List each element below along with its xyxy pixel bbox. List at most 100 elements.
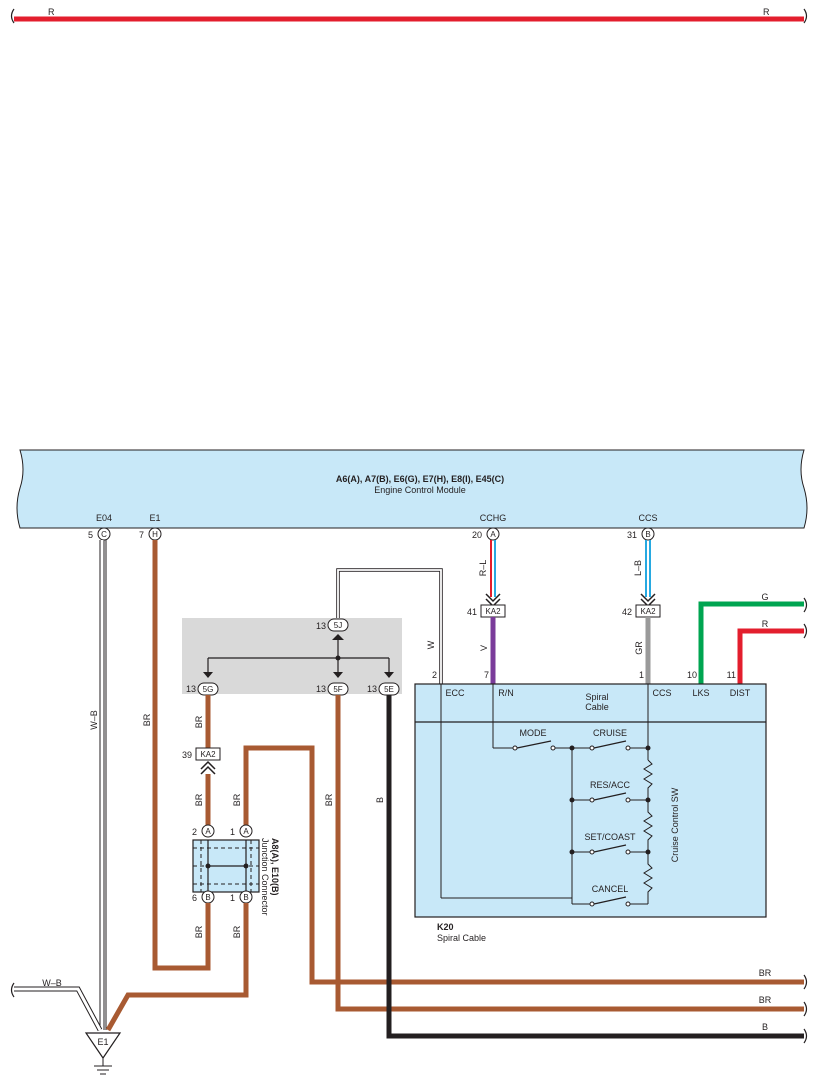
wire-5f-br: BR BR [324, 695, 808, 1017]
jb-5g-name: 5G [203, 685, 214, 694]
spiral-pin-7: 7 [484, 670, 489, 680]
switch-mode: MODE [520, 728, 547, 738]
jb-5g-pin: 13 [186, 684, 196, 694]
ecm-pin-num-5: 5 [88, 530, 93, 540]
ka2-ccs-name: KA2 [640, 607, 656, 616]
label-ecc-wire: W [426, 640, 436, 649]
junction-connector: 2 A 1 A 6 B 1 B A8(A), E10(B) Junction C… [192, 824, 280, 916]
spiral-cable-label-1: Spiral [585, 692, 608, 702]
switch-res-acc: RES/ACC [590, 780, 631, 790]
ka2-left-name: KA2 [200, 750, 216, 759]
top-wire-left-label: R [48, 7, 55, 17]
spiral-pin-2: 2 [432, 670, 437, 680]
ecm-pin-conn-b: B [645, 530, 650, 539]
jb-5j-pin: 13 [316, 621, 326, 631]
label-5e-down: B [375, 797, 385, 803]
spiral-sig-ecc: ECC [445, 688, 465, 698]
ecm-pin-signal-e1: E1 [149, 513, 160, 523]
spiral-pin-10: 10 [687, 670, 697, 680]
label-5f-down: BR [324, 793, 334, 806]
spiral-cable-module: 2 7 1 10 11 ECC R/N CCS LKS DIST Spiral … [414, 670, 767, 918]
jc-pin-1b: 1 [230, 893, 235, 903]
ground-e1: E1 [84, 1032, 122, 1075]
label-e04-wire: W–B [89, 710, 99, 730]
wire-cchg: R–L KA2 41 V [467, 540, 506, 684]
spiral-sig-lks: LKS [692, 688, 709, 698]
ka2-left-pin: 39 [182, 750, 192, 760]
label-right-g: G [761, 592, 768, 602]
ka2-cchg-name: KA2 [485, 607, 501, 616]
label-right-br-2: BR [759, 995, 772, 1005]
label-right-br-1: BR [759, 968, 772, 978]
jc-pin-2-conn: A [205, 827, 211, 836]
ka2-ccs-pin: 42 [622, 607, 632, 617]
ecm-pin-signal-e04: E04 [96, 513, 112, 523]
label-right-r: R [762, 619, 769, 629]
ecm-pin-signal-ccs: CCS [638, 513, 657, 523]
jb-5f-pin: 13 [316, 684, 326, 694]
junction-block: 13 5J 13 5G 13 5F 13 5E [182, 618, 402, 696]
wire-ecc-w: W [336, 568, 443, 684]
switch-set-coast: SET/COAST [584, 832, 636, 842]
label-jc-b6: BR [194, 925, 204, 938]
switch-cancel: CANCEL [592, 884, 629, 894]
jb-5f-name: 5F [333, 685, 342, 694]
engine-control-module: A6(A), A7(B), E6(G), E7(H), E8(I), E45(C… [16, 449, 808, 541]
ground-name: E1 [97, 1037, 108, 1047]
label-ccs-bottom: GR [634, 641, 644, 655]
switch-cruise: CRUISE [593, 728, 627, 738]
label-ka2-down: BR [194, 793, 204, 806]
label-jc-b1: BR [232, 925, 242, 938]
label-left-wb: W–B [42, 978, 62, 988]
wire-jc-a1-br: BR BR [232, 745, 808, 990]
label-jc-a1-up: BR [232, 793, 242, 806]
jc-pin-6: 6 [192, 893, 197, 903]
wire-5g-br: BR KA2 39 BR [182, 695, 221, 826]
spiral-pin-1: 1 [639, 670, 644, 680]
spiral-sig-ccs: CCS [652, 688, 671, 698]
ecm-subtitle: Engine Control Module [374, 485, 466, 495]
ecm-pin-signal-cchg: CCHG [480, 513, 507, 523]
jc-title: A8(A), E10(B) [270, 838, 280, 896]
jc-pin-1b-conn: B [243, 893, 248, 902]
wire-5e-b: B B [375, 695, 808, 1044]
wire-e04-wb: W–B [89, 540, 107, 1030]
jb-5e-name: 5E [384, 685, 394, 694]
jb-5j-name: 5J [334, 621, 342, 630]
spiral-cable-label-2: Cable [585, 702, 609, 712]
jc-pin-6-conn: B [205, 893, 210, 902]
ecm-pin-conn-a: A [490, 530, 496, 539]
ecm-pin-conn-c: C [101, 530, 107, 539]
ecm-pin-conn-h: H [152, 530, 158, 539]
wire-jc-b-br: BR BR [105, 903, 249, 1032]
label-5g-down: BR [194, 715, 204, 728]
label-e1-wire: BR [142, 713, 152, 726]
spiral-id: K20 [437, 922, 454, 932]
spiral-sig-dist: DIST [730, 688, 751, 698]
wire-left-wb: W–B [10, 978, 103, 1032]
spiral-name: Spiral Cable [437, 933, 486, 943]
jb-5e-pin: 13 [367, 684, 377, 694]
wire-red-dist: R [737, 619, 808, 684]
label-cchg-top: R–L [478, 560, 488, 577]
spiral-pin-11: 11 [727, 670, 736, 680]
jc-pin-1a: 1 [230, 827, 235, 837]
spiral-sig-rn: R/N [498, 688, 514, 698]
top-red-wire: R R [10, 7, 808, 24]
label-cchg-bottom: V [479, 645, 489, 651]
ka2-cchg-pin: 41 [467, 607, 477, 617]
jc-pin-1a-conn: A [243, 827, 249, 836]
label-ccs-top: L–B [633, 560, 643, 576]
ecm-pin-num-20: 20 [472, 530, 482, 540]
jc-subtitle: Junction Connector [260, 838, 270, 916]
ecm-pin-num-31: 31 [627, 530, 637, 540]
wire-ccs: L–B KA2 42 GR [622, 540, 661, 684]
switch-title: Cruise Control SW [670, 787, 680, 862]
ecm-title: A6(A), A7(B), E6(G), E7(H), E8(I), E45(C… [336, 474, 504, 484]
label-right-b: B [762, 1022, 768, 1032]
wire-green-lks: G [698, 592, 808, 684]
jc-pin-2: 2 [192, 827, 197, 837]
top-wire-right-label: R [763, 7, 770, 17]
ecm-pin-num-7: 7 [139, 530, 144, 540]
